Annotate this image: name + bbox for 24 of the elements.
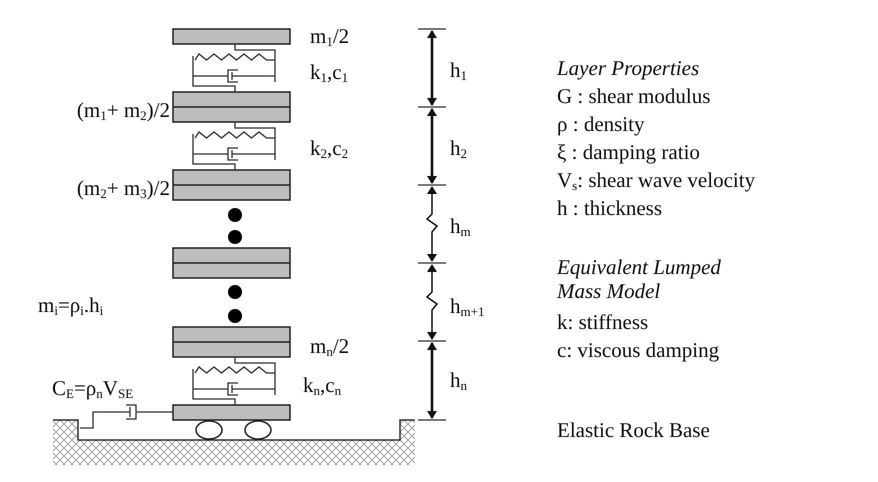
spring-damper-label: k$_{2}$,c$_{2}$ — [310, 136, 348, 160]
definition-text: h : thickness — [557, 196, 662, 220]
dimension-label: h$_{n}$ — [450, 368, 467, 392]
definition-text: G : shear modulus — [557, 84, 710, 108]
spring-damper-label: k$_{n}$,c$_{n}$ — [303, 373, 342, 397]
dimension-label: h$_{m}$ — [450, 214, 471, 238]
mass-label: m$_{n}$/2 — [310, 334, 350, 358]
definition-text: ρ : density — [557, 112, 644, 136]
heading: Equivalent Lumped Mass Model — [557, 255, 722, 303]
formula-text: m$_{i}$=ρ$_{i}$.h$_{i}$ — [38, 293, 104, 317]
definition-text: c: viscous damping — [557, 338, 720, 362]
mass-label: (m$_{1}$+ m$_{2}$)/2 — [76, 98, 170, 122]
dimension-label: h$_{2}$ — [450, 136, 467, 160]
definition-text: ξ : damping ratio — [557, 140, 700, 164]
definition-text: k: stiffness — [557, 310, 648, 334]
spring-damper-label: k$_{1}$,c$_{1}$ — [310, 60, 348, 84]
damping-formula: C$_{E}$=ρ$_{n}$V$_{SE}$ — [52, 376, 134, 400]
mass-label: (m$_{2}$+ m$_{3}$)/2 — [76, 176, 170, 200]
caption-text: Elastic Rock Base — [557, 418, 710, 442]
definition-text: V$_{s}$: shear wave velocity — [557, 168, 756, 192]
mass-label: m$_{1}$/2 — [310, 24, 350, 48]
dimension-label: h$_{1}$ — [450, 58, 467, 82]
heading: Layer Properties — [557, 56, 700, 80]
dimension-label: h$_{m+1}$ — [450, 294, 484, 318]
